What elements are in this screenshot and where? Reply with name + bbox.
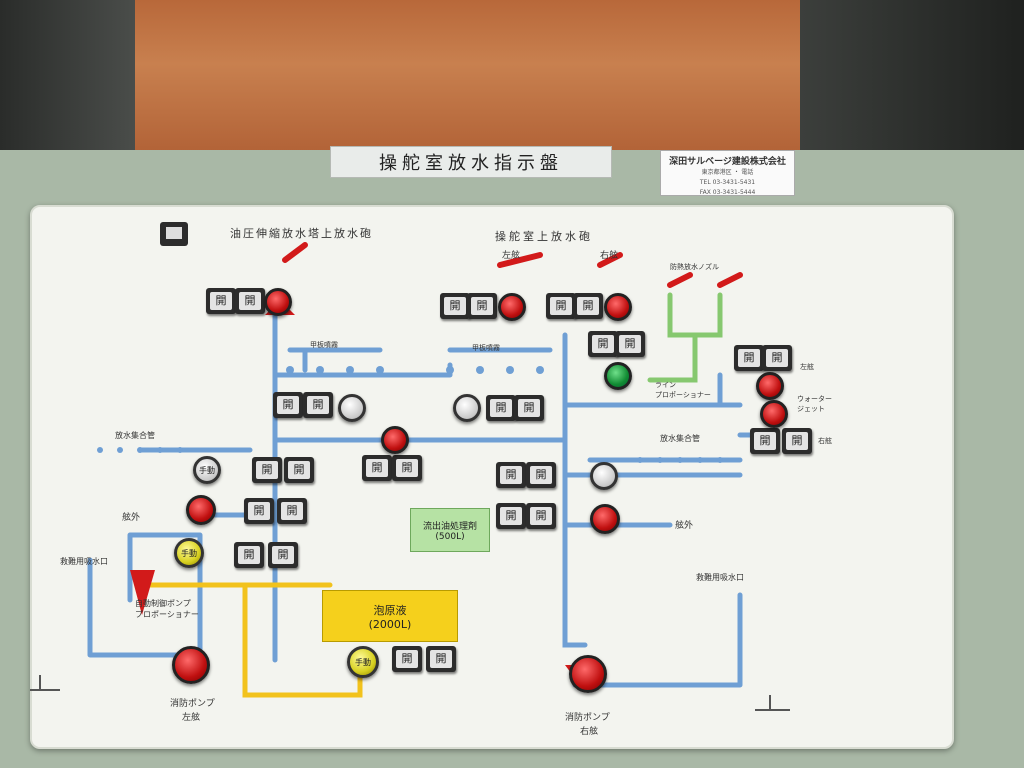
red-indicator-lamp	[590, 504, 620, 534]
open-button[interactable]: 開	[496, 462, 526, 488]
pipe-diagram	[30, 242, 790, 711]
red-indicator-lamp	[604, 293, 632, 321]
foam-tank-name: 泡原液	[373, 603, 407, 617]
red-indicator-lamp	[498, 293, 526, 321]
oil-tank-volume: (500L)	[435, 531, 465, 542]
open-button[interactable]: 開	[526, 462, 556, 488]
open-button[interactable]: 開	[392, 455, 422, 481]
open-button[interactable]: 開	[252, 457, 282, 483]
open-button[interactable]: 開	[392, 646, 422, 672]
open-button[interactable]: 開	[762, 345, 792, 371]
oil-dispersant-tank: 流出油処理剤 (500L)	[410, 508, 490, 552]
red-indicator-lamp	[760, 400, 788, 428]
pump-left-lamp	[172, 646, 210, 684]
outboard-left-label: 舷外	[122, 513, 141, 523]
maker-address: 東京都港区 ・ 電話	[701, 169, 754, 176]
red-indicator-lamp	[186, 495, 216, 525]
open-button[interactable]: 開	[526, 503, 556, 529]
open-button[interactable]: 開	[440, 293, 470, 319]
foam-tank: 泡原液 (2000L)	[322, 590, 458, 642]
red-indicator-lamp	[381, 426, 409, 454]
open-button[interactable]: 開	[234, 542, 264, 568]
open-button[interactable]: 開	[486, 395, 516, 421]
manual-lamp[interactable]: 手動	[193, 456, 221, 484]
title-plate: 操舵室放水指示盤	[330, 146, 612, 178]
right-section-title: 操舵室上放水砲	[495, 230, 593, 243]
open-button[interactable]: 開	[284, 457, 314, 483]
deck-spray-left-label: 甲板噴霧	[310, 341, 338, 349]
right-starboard-label: 右舷	[818, 437, 832, 445]
pump-left-label: 消防ポンプ	[170, 699, 215, 709]
right-port-label: 左舷	[800, 363, 814, 371]
open-button[interactable]: 開	[734, 345, 764, 371]
green-indicator-lamp	[604, 362, 632, 390]
maker-plate: 深田サルベージ建設株式会社 東京都港区 ・ 電話 TEL 03-3431-543…	[660, 150, 795, 196]
spray-nozzle-label: 防熱放水ノズル	[670, 263, 719, 271]
manual-lamp-label: 手動	[199, 465, 215, 475]
open-button[interactable]: 開	[514, 395, 544, 421]
line-proportioner-label: ライン プロポーショナー	[655, 381, 711, 399]
open-button[interactable]: 開	[546, 293, 576, 319]
pump-right-label: 消防ポンプ	[565, 713, 610, 723]
sea-intake-right-label: 救難用吸水口	[696, 573, 744, 582]
pump-right-side-label: 右舷	[580, 727, 599, 737]
open-button[interactable]: 開	[303, 392, 333, 418]
corner-switch[interactable]	[160, 222, 188, 246]
auto-proportioner-label: 自動制御ポンプ プロポーショナー	[135, 599, 199, 619]
water-jet-label: ウォーター ジェット	[797, 395, 832, 413]
manual-lamp[interactable]: 手動	[347, 646, 379, 678]
open-button[interactable]: 開	[277, 498, 307, 524]
maker-name: 深田サルベージ建設株式会社	[669, 157, 786, 167]
open-button[interactable]: 開	[496, 503, 526, 529]
pump-right-lamp	[569, 655, 607, 693]
red-indicator-lamp	[756, 372, 784, 400]
open-button[interactable]: 開	[467, 293, 497, 319]
open-button[interactable]: 開	[750, 428, 780, 454]
open-button[interactable]: 開	[573, 293, 603, 319]
deck-spray-mid-label: 甲板噴霧	[472, 344, 500, 352]
sea-intake-left-label: 救難用吸水口	[60, 557, 108, 566]
port-label: 左舷	[502, 251, 521, 261]
manifold-right-label: 放水集合管	[660, 434, 700, 443]
outboard-right-label: 舷外	[675, 521, 694, 531]
open-button[interactable]: 開	[273, 392, 303, 418]
foam-tank-volume: (2000L)	[368, 617, 412, 631]
oil-tank-name: 流出油処理剤	[422, 521, 477, 532]
wooden-backboard	[90, 0, 840, 160]
pump-left-side-label: 左舷	[182, 713, 201, 723]
white-indicator-lamp	[453, 394, 481, 422]
manifold-left-label: 放水集合管	[115, 431, 155, 440]
white-indicator-lamp	[338, 394, 366, 422]
manual-lamp-label: 手動	[181, 548, 197, 558]
left-section-title: 油圧伸縮放水塔上放水砲	[230, 227, 373, 240]
open-button[interactable]: 開	[362, 455, 392, 481]
white-indicator-lamp	[590, 462, 618, 490]
open-button[interactable]: 開	[268, 542, 298, 568]
manual-lamp[interactable]: 手動	[174, 538, 204, 568]
open-button[interactable]: 開	[426, 646, 456, 672]
starboard-label: 右舷	[600, 251, 619, 261]
open-button[interactable]: 開	[235, 288, 265, 314]
manual-lamp-label: 手動	[355, 657, 371, 667]
open-button[interactable]: 開	[782, 428, 812, 454]
red-indicator-lamp	[264, 288, 292, 316]
open-button[interactable]: 開	[588, 331, 618, 357]
maker-fax: FAX 03-3431-5444	[699, 189, 756, 196]
maker-phone: TEL 03-3431-5431	[699, 179, 756, 186]
open-button[interactable]: 開	[244, 498, 274, 524]
open-button[interactable]: 開	[615, 331, 645, 357]
open-button[interactable]: 開	[206, 288, 236, 314]
